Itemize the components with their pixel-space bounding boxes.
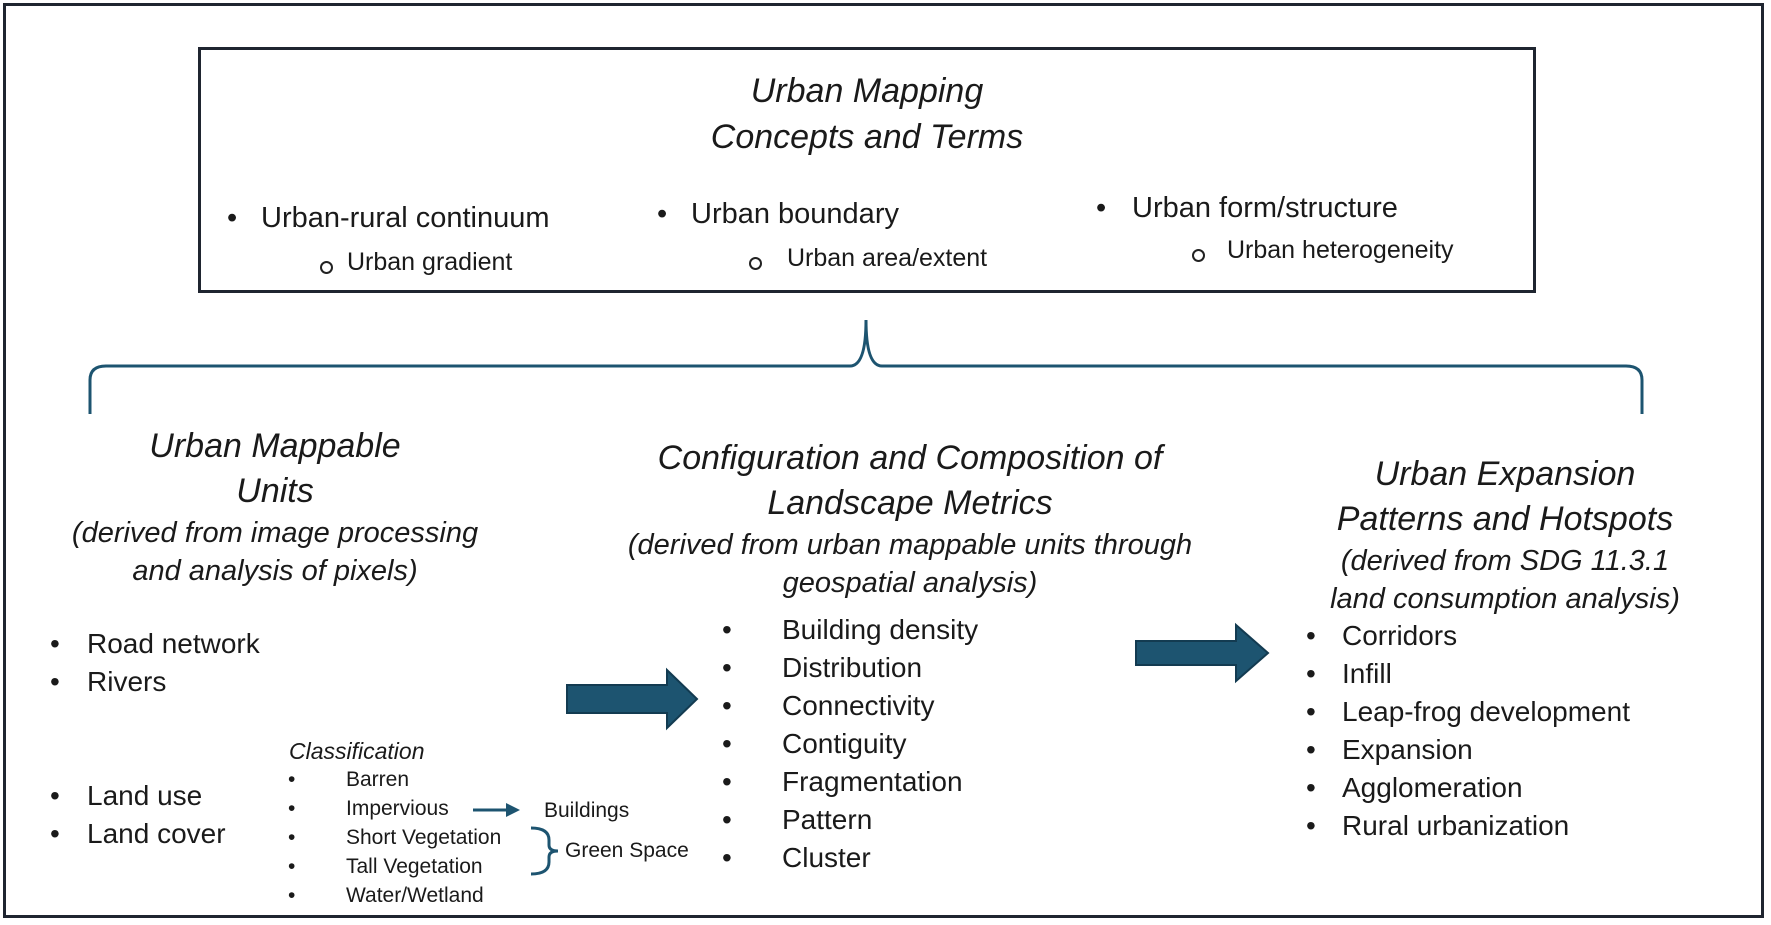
bullet-icon: • — [288, 884, 296, 907]
list-item: •Leap-frog development — [1306, 696, 1630, 727]
bullet-icon: • — [722, 728, 732, 759]
bullet-icon: • — [50, 780, 60, 811]
bullet-icon: • — [288, 768, 296, 791]
classification-item: • Short Vegetation — [288, 826, 502, 849]
green-space-brace — [530, 826, 559, 876]
arrow-middle-to-right — [1135, 622, 1270, 684]
classification-item: • Impervious — [288, 797, 449, 820]
concept-sub-2: Urban area/extent — [787, 244, 988, 272]
bullet-icon: • — [722, 766, 732, 797]
left-subtitle-line2: and analysis of pixels) — [132, 555, 418, 587]
bullet-icon: • — [288, 855, 296, 878]
circle-bullet-icon — [1192, 249, 1205, 262]
list-item: • Road network — [50, 628, 260, 659]
list-item: •Infill — [1306, 658, 1392, 689]
list-item: • Land cover — [50, 818, 226, 849]
middle-title-line1: Configuration and Composition of — [657, 439, 1163, 477]
right-subtitle-line2: land consumption analysis) — [1330, 583, 1680, 615]
concept-item-3: • Urban form/structure — [1096, 192, 1398, 225]
classification-item: • Tall Vegetation — [288, 855, 483, 878]
list-item: •Fragmentation — [722, 766, 963, 797]
bullet-icon: • — [1096, 192, 1107, 224]
outer-frame — [3, 3, 1764, 918]
concepts-title: Urban Mapping Concepts and Terms — [201, 68, 1533, 160]
left-subtitle-line1: (derived from image processing — [71, 517, 479, 549]
circle-bullet-icon — [749, 257, 762, 270]
list-item: •Pattern — [722, 804, 873, 835]
concept-label: Urban form/structure — [1132, 192, 1398, 224]
bullet-icon: • — [50, 666, 60, 697]
left-title-line1: Urban Mappable — [149, 427, 401, 465]
bullet-icon: • — [722, 614, 732, 645]
middle-column-title: Configuration and Composition of Landsca… — [570, 436, 1250, 602]
bullet-icon: • — [722, 652, 732, 683]
bullet-icon: • — [1306, 810, 1316, 841]
curly-brace — [88, 319, 1644, 414]
bullet-icon: • — [722, 842, 732, 873]
bullet-icon: • — [1306, 734, 1316, 765]
bullet-icon: • — [722, 690, 732, 721]
middle-subtitle-line2: geospatial analysis) — [782, 567, 1038, 599]
list-item: •Connectivity — [722, 690, 935, 721]
list-item: •Cluster — [722, 842, 871, 873]
bullet-icon: • — [1306, 620, 1316, 651]
right-title-line2: Patterns and Hotspots — [1336, 500, 1674, 538]
classification-item: • Water/Wetland — [288, 884, 484, 907]
bullet-icon: • — [288, 797, 296, 820]
bullet-icon: • — [288, 826, 296, 849]
bullet-icon: • — [1306, 772, 1316, 803]
bullet-icon: • — [722, 804, 732, 835]
list-item: •Corridors — [1306, 620, 1458, 651]
concept-item-2: • Urban boundary — [657, 198, 899, 231]
classification-heading: Classification — [289, 738, 425, 764]
concept-sub-3: Urban heterogeneity — [1227, 236, 1454, 264]
list-item: •Building density — [722, 614, 979, 645]
concept-label: Urban-rural continuum — [261, 202, 550, 234]
bullet-icon: • — [227, 202, 238, 234]
concepts-box: Urban Mapping Concepts and Terms • Urban… — [198, 47, 1536, 293]
middle-title-line2: Landscape Metrics — [767, 484, 1053, 522]
concept-sub-1: Urban gradient — [347, 248, 513, 276]
list-item: •Rural urbanization — [1306, 810, 1570, 841]
bullet-icon: • — [50, 628, 60, 659]
list-item: •Expansion — [1306, 734, 1473, 765]
bullet-icon: • — [1306, 658, 1316, 689]
buildings-label: Buildings — [544, 799, 630, 822]
left-column-title: Urban Mappable Units (derived from image… — [40, 424, 510, 590]
concept-label: Urban boundary — [691, 198, 899, 230]
concept-item-1: • Urban-rural continuum — [227, 202, 550, 235]
circle-bullet-icon — [320, 261, 333, 274]
concepts-title-line2: Concepts and Terms — [710, 118, 1024, 156]
list-item: •Contiguity — [722, 728, 907, 759]
list-item: • Rivers — [50, 666, 167, 697]
small-arrow-head — [506, 803, 520, 817]
concepts-title-line1: Urban Mapping — [750, 72, 984, 110]
green-space-label: Green Space — [565, 839, 689, 862]
bullet-icon: • — [657, 198, 668, 230]
list-item: •Distribution — [722, 652, 923, 683]
classification-item: • Barren — [288, 768, 410, 791]
list-item: • Land use — [50, 780, 203, 811]
left-title-line2: Units — [236, 472, 314, 510]
list-item: •Agglomeration — [1306, 772, 1523, 803]
right-title-line1: Urban Expansion — [1374, 455, 1636, 493]
arrow-left-to-middle — [566, 667, 699, 731]
right-column-title: Urban Expansion Patterns and Hotspots (d… — [1285, 452, 1725, 618]
bullet-icon: • — [50, 818, 60, 849]
bullet-icon: • — [1306, 696, 1316, 727]
middle-subtitle-line1: (derived from urban mappable units throu… — [627, 529, 1193, 561]
right-subtitle-line1: (derived from SDG 11.3.1 — [1340, 545, 1670, 577]
